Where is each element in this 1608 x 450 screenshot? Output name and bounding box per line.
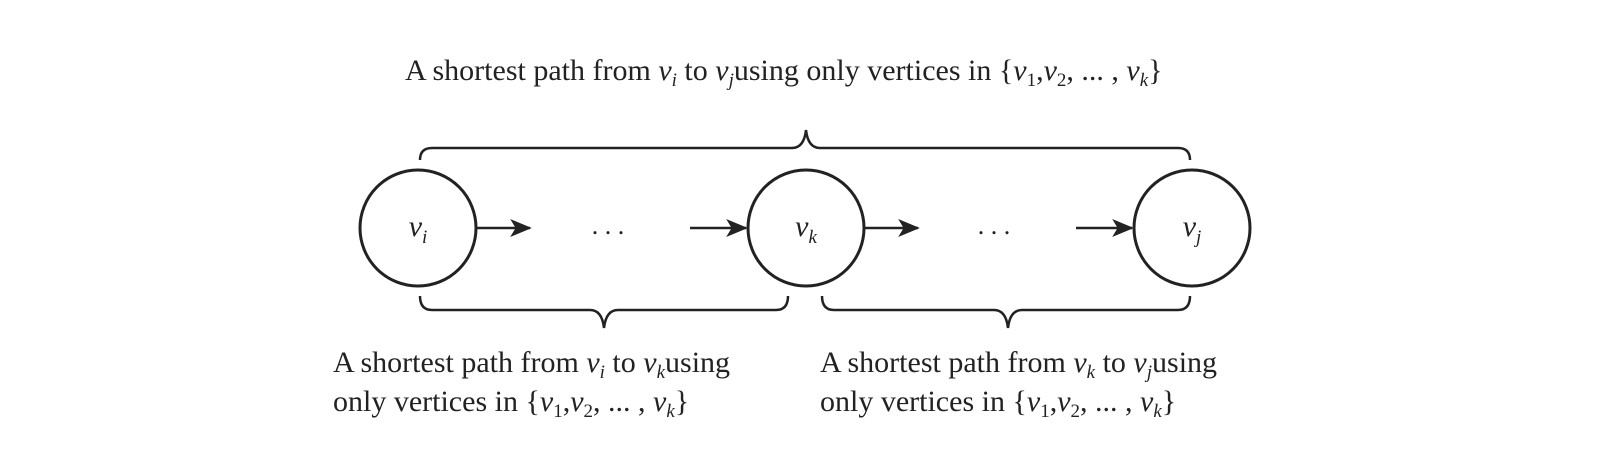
caption-left-line1: A shortest path from vi to vkusing [333, 344, 730, 382]
caption-right-set-a-sub: 1 [1040, 401, 1050, 422]
caption-left-set-c-var: v [653, 385, 667, 418]
node-vk-sub: k [808, 227, 817, 248]
caption-right-set-b-sub: 2 [1070, 401, 1081, 422]
caption-right-line1: A shortest path from vk to vjusing [820, 344, 1217, 382]
caption-right-dots: , ... , [1080, 385, 1141, 418]
caption-left-set-b-sub: 2 [583, 401, 594, 422]
caption-top-comma: , [1036, 54, 1044, 87]
bottom-right-brace [820, 295, 1192, 329]
caption-left-set-a-sub: 1 [553, 401, 563, 422]
caption-right-set-a-var: v [1026, 385, 1041, 418]
caption-top-set-b-var: v [1043, 54, 1057, 87]
caption-top-to-var: v [715, 54, 729, 87]
ellipsis-left: . . . [592, 211, 625, 240]
caption-left-mid: to [604, 346, 644, 379]
caption-right-set-c-sub: k [1153, 401, 1162, 422]
caption-top-close: } [1148, 54, 1163, 87]
svg-text:vk: vk [795, 210, 817, 248]
caption-right-comma: , [1049, 385, 1058, 418]
caption-top-to-sub: j [728, 70, 734, 91]
caption-top-after: using only vertices in { [733, 54, 1014, 87]
caption-right-to-var: v [1133, 346, 1147, 379]
caption-left-set-c-sub: k [666, 401, 675, 422]
caption-right-line2-prefix: only vertices in { [820, 385, 1027, 418]
caption-left-close: } [674, 385, 690, 418]
node-vi-sub: i [422, 227, 427, 248]
caption-left-set-b-var: v [570, 385, 584, 418]
node-vi: vi [358, 168, 478, 288]
caption-right-line2: only vertices in {v1,v2, ... , vk} [820, 383, 1176, 421]
caption-top: A shortest path from vi to vjusing only … [405, 52, 1163, 90]
caption-top-from-sub: i [671, 70, 677, 91]
caption-left-to-var: v [643, 346, 657, 379]
node-vj-sub: j [1193, 227, 1201, 248]
ellipsis-right: . . . [978, 211, 1011, 240]
bottom-left-brace [418, 295, 790, 329]
node-vj: vj [1132, 168, 1252, 288]
svg-text:vi: vi [409, 210, 428, 248]
caption-right-set-c-var: v [1140, 385, 1154, 418]
caption-left-dots: , ... , [593, 385, 654, 418]
caption-left-prefix: A shortest path from [333, 346, 587, 379]
caption-right-set-b-var: v [1057, 385, 1071, 418]
caption-left-line2-prefix: only vertices in { [333, 385, 540, 418]
caption-right-close: } [1161, 385, 1177, 418]
caption-right-to-sub: j [1146, 362, 1153, 383]
caption-right-prefix: A shortest path from [820, 346, 1074, 379]
node-vj-var: v [1183, 210, 1197, 243]
node-vk: vk [746, 168, 866, 288]
node-vk-var: v [795, 210, 809, 243]
node-vi-var: v [409, 210, 423, 243]
caption-left-set-a-var: v [539, 385, 554, 418]
caption-left-to-sub: k [656, 362, 666, 383]
caption-right-from-var: v [1073, 346, 1087, 379]
caption-left-suffix: using [665, 346, 731, 379]
caption-left-comma: , [562, 385, 571, 418]
caption-right-suffix: using [1152, 346, 1218, 379]
caption-right-from-sub: k [1086, 362, 1096, 383]
caption-top-set-c-var: v [1126, 54, 1140, 87]
caption-top-prefix: A shortest path from [405, 54, 659, 87]
svg-text:vj: vj [1183, 210, 1202, 248]
caption-left-line2: only vertices in {v1,v2, ... , vk} [333, 383, 689, 421]
caption-top-set-b-sub: 2 [1056, 70, 1067, 91]
caption-left-from-var: v [586, 346, 600, 379]
caption-right-mid: to [1095, 346, 1134, 379]
caption-top-dots: , ... , [1066, 54, 1127, 87]
top-brace [418, 129, 1192, 161]
caption-top-set-a-var: v [1013, 54, 1027, 87]
caption-top-from-var: v [658, 54, 672, 87]
caption-top-mid: to [676, 54, 716, 87]
caption-left-from-sub: i [599, 362, 605, 383]
caption-top-set-c-sub: k [1139, 70, 1149, 91]
caption-top-set-a-sub: 1 [1026, 70, 1037, 91]
